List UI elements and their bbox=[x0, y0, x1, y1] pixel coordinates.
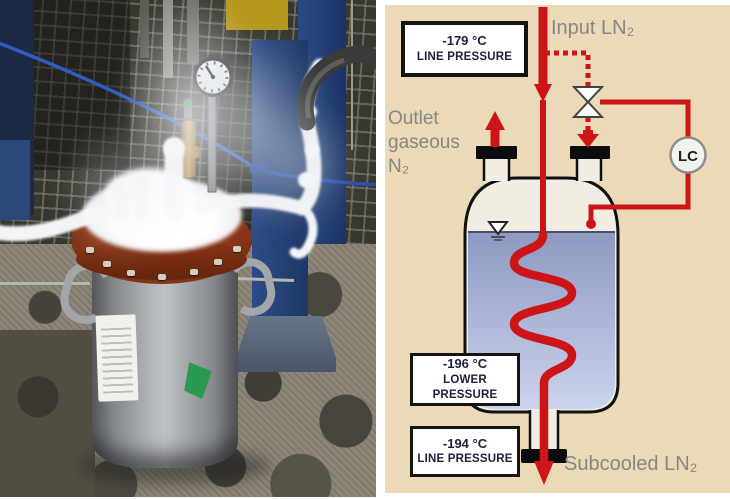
flange-bolt bbox=[214, 259, 222, 265]
flange-bolt bbox=[103, 261, 111, 267]
photo-panel bbox=[0, 0, 376, 497]
outlet-label-line2: gaseous bbox=[388, 132, 460, 153]
concrete-floor-shadow bbox=[0, 330, 95, 497]
level-indicator-icon bbox=[487, 221, 509, 241]
photo-detail-overlay bbox=[0, 0, 376, 259]
horizontal-rod bbox=[0, 282, 90, 285]
diagram-panel: -179 °C LINE PRESSURE Input LN₂ Outlet g… bbox=[385, 5, 730, 493]
inlet-arrowhead bbox=[577, 134, 599, 148]
pressure-gauge-icon bbox=[193, 57, 233, 97]
control-valve-icon bbox=[571, 86, 605, 118]
level-probe-dot bbox=[586, 219, 596, 229]
heat-exchanger-coil bbox=[509, 230, 577, 468]
input-arrowhead bbox=[534, 84, 552, 102]
outlet-gaseous-n2-label: Outlet gaseous N₂ bbox=[388, 107, 460, 179]
inlet-port bbox=[570, 146, 610, 181]
outlet-port bbox=[476, 146, 517, 181]
dashed-control-line bbox=[545, 50, 591, 87]
lower-pressure-box: -196 °C LOWER PRESSURE bbox=[410, 353, 520, 406]
frosted-piping bbox=[0, 58, 328, 259]
temperature-value: -194 °C bbox=[442, 435, 488, 451]
pressure-caption: LINE PRESSURE bbox=[416, 50, 513, 63]
flange-bolt bbox=[86, 247, 94, 253]
flange-bolt bbox=[127, 270, 135, 276]
level-controller-icon bbox=[669, 136, 707, 174]
cable-connector bbox=[250, 164, 266, 173]
line-pressure-bottom-box: -194 °C LINE PRESSURE bbox=[410, 426, 520, 477]
outlet-arrowhead bbox=[485, 111, 505, 130]
outlet-label-line1: Outlet bbox=[388, 108, 439, 129]
column-base-plate bbox=[236, 316, 336, 372]
flange-bolt bbox=[158, 274, 166, 280]
subcooled-arrowhead bbox=[534, 461, 554, 485]
pressure-caption: LOWER PRESSURE bbox=[432, 374, 498, 401]
flange-bolt bbox=[233, 246, 241, 252]
flange-bolt bbox=[190, 269, 198, 275]
red-piping bbox=[490, 7, 691, 468]
temperature-value: -179 °C bbox=[442, 33, 487, 49]
level-controller-line bbox=[588, 99, 691, 221]
level-controller-label: LC bbox=[678, 147, 698, 165]
input-ln2-label: Input LN₂ bbox=[551, 17, 635, 39]
line-pressure-top-box: -179 °C LINE PRESSURE bbox=[401, 21, 528, 77]
diagram-drawing bbox=[463, 7, 707, 485]
temperature-value: -196 °C bbox=[442, 356, 488, 372]
outlet-label-line3: N₂ bbox=[388, 156, 410, 177]
pressure-caption: LINE PRESSURE bbox=[417, 453, 513, 466]
blue-pillar-segment bbox=[0, 140, 30, 220]
subcooled-ln2-label: Subcooled LN₂ bbox=[564, 453, 698, 475]
gauge-stem bbox=[207, 91, 217, 193]
